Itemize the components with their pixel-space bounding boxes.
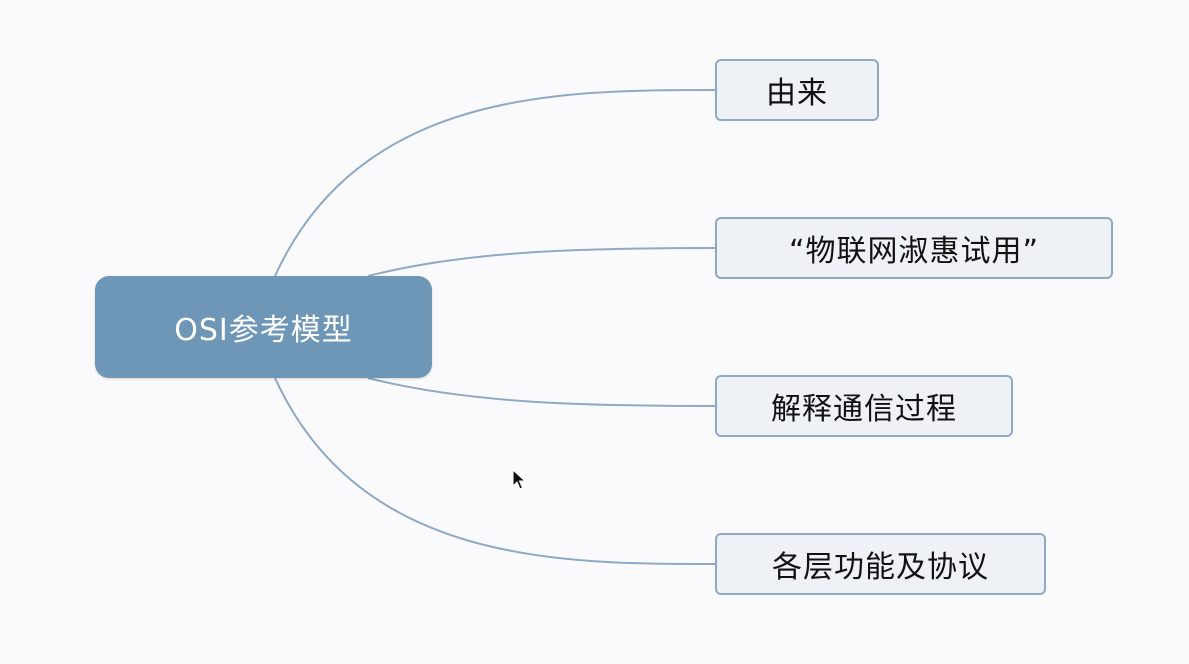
branch-node-origin[interactable]: 由来 [715, 59, 879, 121]
branch-node-quote[interactable]: “物联网淑惠试用” [715, 217, 1113, 279]
branch-node-label: “物联网淑惠试用” [788, 234, 1040, 269]
root-node[interactable]: OSI参考模型 [95, 276, 432, 378]
mouse-pointer-icon [512, 469, 526, 490]
connector-to-branch-1 [274, 89, 716, 277]
connector-to-branch-3 [367, 377, 716, 407]
connector-to-branch-2 [367, 247, 716, 277]
branch-node-label: 由来 [766, 76, 828, 111]
branch-node-communication-process[interactable]: 解释通信过程 [715, 375, 1013, 437]
branch-node-layer-functions[interactable]: 各层功能及协议 [715, 533, 1046, 595]
root-node-label: OSI参考模型 [174, 313, 353, 348]
branch-node-label: 解释通信过程 [771, 392, 957, 427]
connector-to-branch-4 [274, 377, 716, 565]
branch-node-label: 各层功能及协议 [772, 550, 989, 585]
